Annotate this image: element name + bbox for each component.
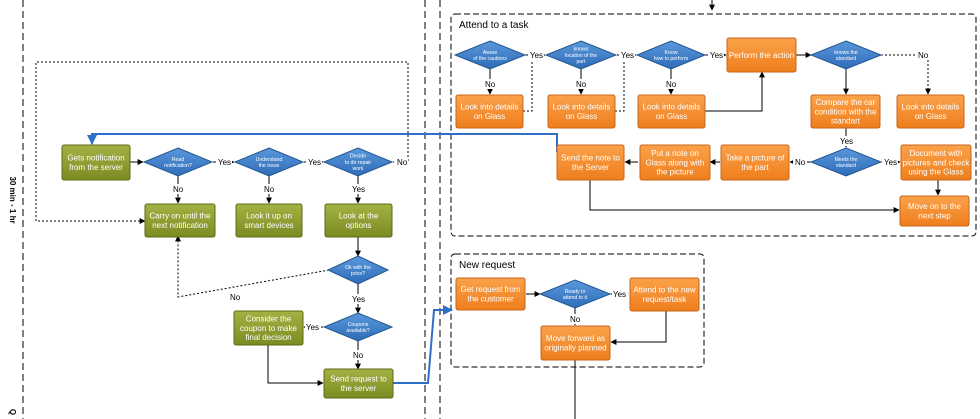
perform-action-box-label: Perform the action	[729, 51, 794, 60]
highlight-connectors	[87, 133, 558, 384]
edge-label-no: No	[795, 158, 806, 167]
edge-label-yes: Yes	[218, 158, 231, 167]
side-label-2: Q	[8, 409, 17, 415]
edge-label-no: No	[397, 158, 408, 167]
edge-label-yes: Yes	[352, 185, 365, 194]
attend-panel-title: Attend to a task	[459, 20, 529, 31]
edge-label-no: No	[576, 80, 587, 89]
attend-panel	[450, 13, 977, 237]
perform-action-box: Perform the action	[726, 37, 797, 73]
side-label: 30 min - 1 hr	[8, 176, 17, 223]
edge-label-yes: Yes	[884, 158, 897, 167]
edge-label-yes: Yes	[352, 295, 365, 304]
edge-label-no: No	[264, 185, 275, 194]
edge-label-yes: Yes	[621, 51, 634, 60]
edge-label-yes: Yes	[306, 323, 319, 332]
edge-label-no: No	[918, 51, 929, 60]
edge-labels: Yes Yes No No No Yes No Yes Yes No Yes Y…	[171, 50, 930, 360]
edge-label-no: No	[485, 80, 496, 89]
edge-label-yes: Yes	[613, 290, 626, 299]
edge-label-no: No	[173, 185, 184, 194]
request-panel	[450, 253, 705, 368]
edge-label-no: No	[353, 351, 364, 360]
edge-label-yes: Yes	[710, 51, 723, 60]
connectors	[35, 52, 941, 419]
edge-label-no: No	[570, 315, 581, 324]
edge-label-no: No	[666, 80, 677, 89]
edge-label-no: No	[230, 293, 241, 302]
request-panel-title: New request	[459, 260, 515, 271]
edge-label-yes: Yes	[308, 158, 321, 167]
edge-label-yes: Yes	[530, 51, 543, 60]
edge-label-yes: Yes	[840, 137, 853, 146]
